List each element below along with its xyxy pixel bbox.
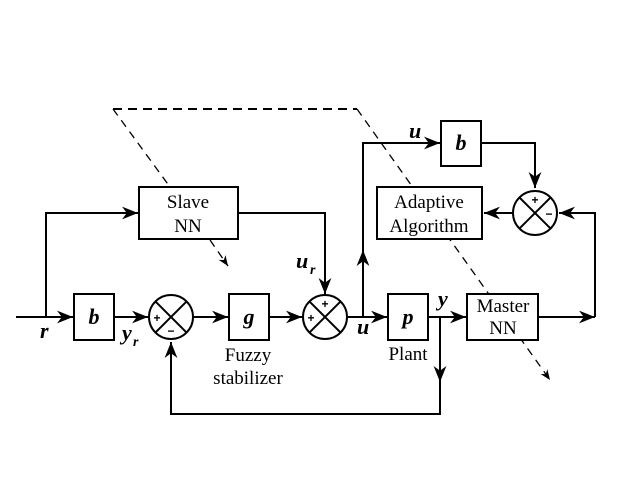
summing-junction-1: + − (148, 294, 194, 340)
signal-y-r: y (119, 320, 132, 345)
block-p-label: p (401, 304, 414, 329)
slave-nn-line1: Slave (167, 192, 209, 213)
adaptive-line2: Algorithm (389, 216, 468, 237)
block-adaptive-algorithm: Adaptive Algorithm (376, 186, 483, 240)
summing-junction-2: + + (302, 294, 348, 340)
sign-plus: + (153, 311, 160, 325)
sign-minus: − (167, 324, 174, 338)
block-g-label: g (243, 304, 255, 329)
master-nn-line2: NN (489, 318, 517, 339)
signal-y: y (435, 286, 448, 311)
block-p-plant: p (387, 293, 429, 341)
wire-r-to-slave (45, 206, 138, 317)
sign-minus: − (545, 207, 552, 221)
dashed-arrow-slave-tuning (209, 239, 229, 267)
block-b-top: b (440, 120, 482, 167)
block-b-reference: b (73, 293, 115, 341)
wire-b-to-sum3 (481, 142, 542, 188)
summing-junction-3: + − (512, 190, 558, 236)
block-b-label: b (89, 304, 100, 329)
plant-caption: Plant (388, 344, 428, 365)
wire-u-to-top-b (362, 136, 440, 250)
wire-master-to-sum3 (559, 206, 596, 317)
master-nn-line1: Master (477, 296, 530, 317)
fuzzy-caption-line2: stabilizer (213, 368, 283, 389)
signal-y-r-subscript: r (133, 335, 139, 350)
signal-u-top: u (409, 118, 421, 143)
signal-u-r: u (296, 248, 308, 273)
signal-r: r (40, 318, 49, 343)
signal-u: u (357, 314, 369, 339)
signal-u-r-subscript: r (310, 263, 316, 278)
block-master-nn: Master NN (466, 293, 539, 341)
wire-feedback (164, 342, 441, 415)
block-g-fuzzy: g (228, 293, 270, 341)
dashed-line-to-slave (112, 108, 171, 188)
sign-plus: + (307, 311, 314, 325)
sign-plus: + (531, 193, 538, 207)
block-b-top-label: b (456, 130, 467, 155)
adaptive-line1: Adaptive (394, 192, 464, 213)
sign-plus: + (321, 297, 328, 311)
slave-nn-line2: NN (174, 216, 202, 237)
block-slave-nn: Slave NN (138, 186, 239, 240)
fuzzy-caption-line1: Fuzzy (225, 345, 272, 366)
wire-slave-to-sum2 (239, 212, 332, 294)
